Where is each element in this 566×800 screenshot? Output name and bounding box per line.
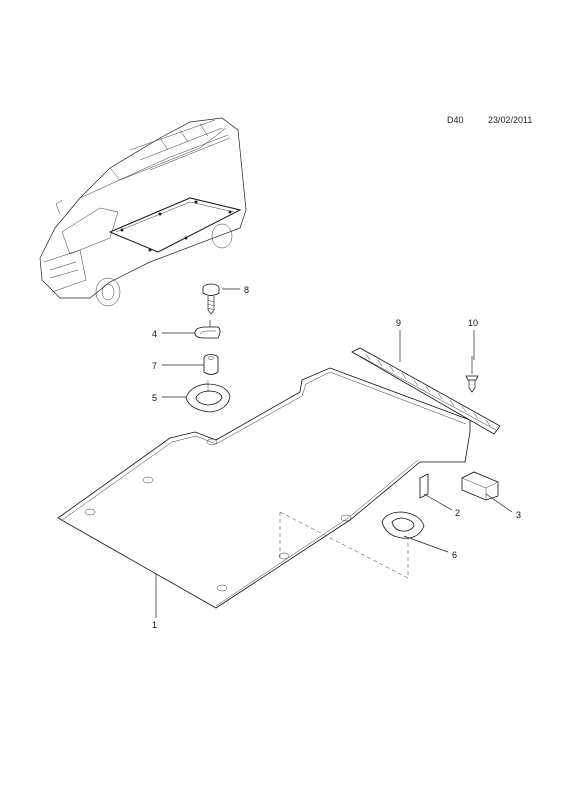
part-5-grommet <box>185 380 231 413</box>
part-4-clip <box>194 320 221 339</box>
callout-6: 6 <box>452 550 457 560</box>
callout-3: 3 <box>516 510 521 520</box>
part-3-block <box>461 471 499 501</box>
part-7-spacer <box>203 354 219 375</box>
part-2-tab <box>419 473 429 499</box>
part-10-clip <box>465 356 479 393</box>
part-6-grommet <box>381 511 425 539</box>
diagram-date: 23/02/2011 <box>488 115 533 125</box>
callout-9: 9 <box>396 318 401 328</box>
callout-5: 5 <box>152 393 157 403</box>
callout-10: 10 <box>468 318 478 328</box>
part-8-screw <box>202 283 220 315</box>
part-9-strip <box>351 347 501 435</box>
callout-group: 8 4 7 5 9 10 2 3 6 1 <box>152 285 521 630</box>
diagram-code: D40 <box>447 115 464 125</box>
part-1-floor-panel <box>57 367 471 609</box>
callout-8: 8 <box>244 285 249 295</box>
callout-2: 2 <box>455 508 460 518</box>
callout-4: 4 <box>152 329 157 339</box>
callout-7: 7 <box>152 361 157 371</box>
van-illustration <box>39 117 247 307</box>
callout-1: 1 <box>152 620 157 630</box>
